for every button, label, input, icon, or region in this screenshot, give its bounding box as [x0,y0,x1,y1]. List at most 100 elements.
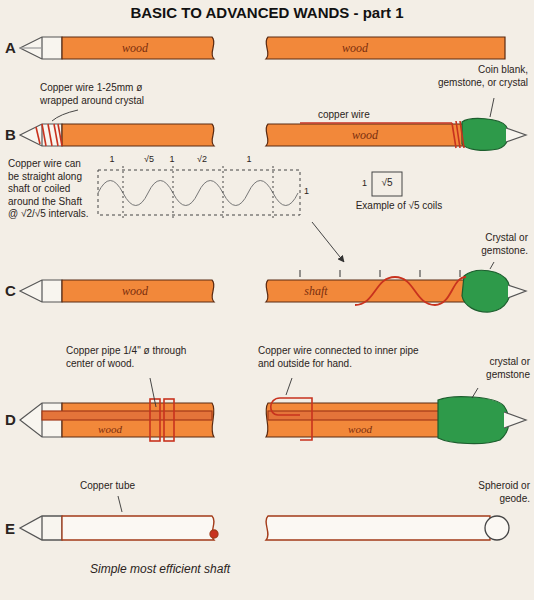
copper-wire-part [452,121,464,148]
wand-c-part-part [380,270,381,277]
dimension: 1 [106,154,118,165]
wand-a-part [20,37,62,59]
wand-e [20,516,509,540]
wand-b-part [62,124,214,146]
annotation: Copper wire 1-25mm ø wrapped around crys… [40,82,165,107]
copper-wire-loops-part [150,399,160,441]
wand-shaft: shaft [285,282,347,300]
material-label: wood [342,41,368,56]
coil-sketch-part [273,166,274,219]
coil-sketch-part [312,222,344,262]
wand-shaft: wood [100,39,170,57]
coil-sketch-part [98,170,300,215]
wand-b-part [462,119,509,151]
wand-b-part [266,124,470,146]
wand-c-part-part [340,270,341,277]
annotation: Simple most efficient shaft [90,562,330,577]
annotation: Coin blank, gemstone, or crystal [436,64,528,89]
wand-shaft: wood [100,282,170,300]
coil-sketch-part [173,166,174,219]
wand-e-part [485,516,509,540]
copper-wire-part [54,124,58,146]
wand-a-part [62,37,214,59]
material-label: wood [122,284,148,299]
coil-sketch [98,166,402,262]
wand-e-part [41,516,42,540]
annotation: Crystal or gemstone. [458,232,528,257]
copper-wire [36,121,464,148]
annotation: Copper wire connected to inner pipe and … [258,345,428,370]
annotation: copper wire [318,109,398,122]
material-label: wood [98,423,122,435]
wand-c-part [62,280,214,302]
dimension: √5 [140,154,158,165]
copper-wire-loops-part [164,399,174,441]
wand-e-part [20,516,62,540]
leader-line-part [472,388,478,398]
dimension: 1 [362,178,371,189]
wand-e-part [210,530,218,538]
dimension: √5 [374,177,400,190]
leader-line-part [150,378,156,407]
annotation: Copper wire can be straight along shaft … [8,158,94,221]
row-letter: B [5,126,19,145]
copper-wire-loops-part [271,398,312,440]
wand-e-part [62,516,214,540]
coil-sketch-part [98,181,298,206]
wand-c-part [355,277,466,305]
wand-c-part [462,270,510,312]
row-letter: D [5,411,19,430]
wand-shaft: wood [330,126,400,144]
leader-line-part [118,496,122,512]
wand-c [20,270,526,312]
wand-c-part-part [460,270,461,277]
wand-d-part [42,411,212,420]
title: BASIC TO ADVANCED WANDS - part 1 [0,4,534,21]
wand-c-part [20,280,62,302]
wand-b [20,119,526,151]
wand-a-part [266,37,505,59]
row-letter: A [5,39,19,58]
wand-b-part [20,124,62,146]
annotation: crystal or gemstone [452,356,530,381]
wand-shaft: wood [325,421,395,436]
wand-c-part [41,280,42,302]
dimension: 1 [243,154,255,165]
copper-wire-part [48,124,52,146]
wand-c-part-part [300,270,301,277]
material-label: wood [122,41,148,56]
wand-c-part-part [420,270,421,277]
dimension: √2 [193,154,211,165]
wand-d [20,397,526,444]
annotation: Spheroid or geode. [452,480,530,505]
copper-wire-part [58,124,62,146]
wand-b-part [506,128,526,142]
leader-line-part [286,378,292,395]
wand-shaft: wood [80,421,140,436]
copper-wire-part [42,124,46,146]
leader-line-part [52,110,78,121]
material-label: wood [348,423,372,435]
material-label: shaft [304,284,327,299]
coil-sketch-part [223,166,224,219]
coil-sketch-part [123,166,124,219]
annotation: Example of √5 coils [334,200,464,213]
wand-a-part [20,47,42,48]
dimension: 1 [304,186,316,197]
copper-wire-loops [150,398,312,441]
wand-c-part [508,285,526,298]
copper-wire-part [300,122,452,124]
annotation: Copper pipe 1/4" ø through center of woo… [66,345,206,370]
copper-wire-part [36,127,40,144]
wand-d-part [438,397,509,444]
coil-sketch-part [372,172,402,196]
leader-line [52,98,494,512]
wand-a [20,37,505,59]
wand-c-part [300,270,460,277]
wand-d-part [504,412,526,428]
annotation: Copper tube [80,480,170,493]
row-letter: C [5,282,19,301]
wand-e-part [266,516,490,540]
dimension: 1 [166,154,178,165]
